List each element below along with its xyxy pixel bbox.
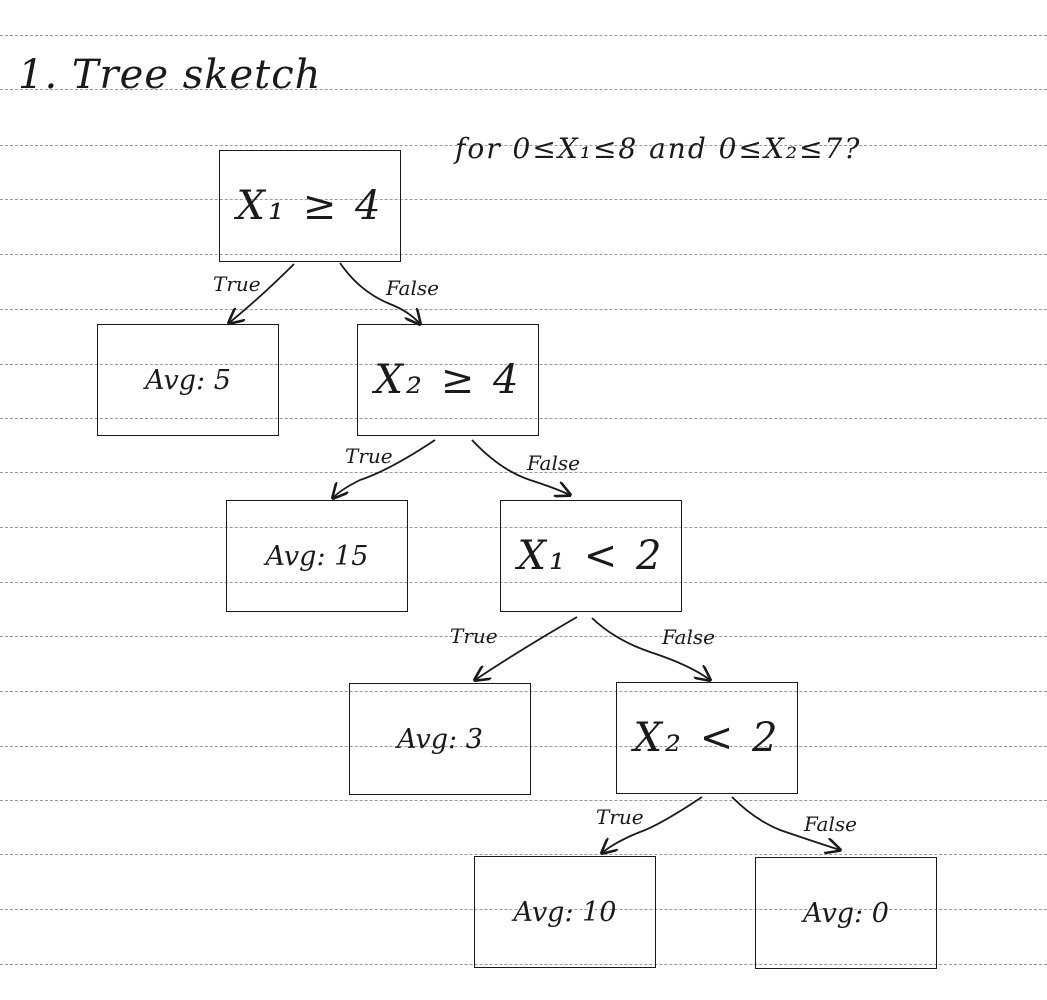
ruled-line — [0, 309, 1047, 310]
ruled-line — [0, 527, 1047, 528]
edge-c-true — [475, 616, 578, 680]
edge-label-c-true: True — [450, 624, 498, 648]
edge-root-false — [339, 262, 420, 324]
node-root-label: X₁ ≥ 4 — [236, 183, 384, 229]
edge-label-b-true: True — [345, 444, 393, 468]
leaf-node-b: Avg: 15 — [226, 500, 408, 612]
ruled-line — [0, 254, 1047, 255]
node-split-c: X₁ < 2 — [500, 500, 682, 612]
ruled-line — [0, 636, 1047, 637]
edge-c-false — [591, 617, 710, 680]
edge-label-d-true: True — [596, 805, 644, 829]
edge-b-false — [471, 439, 570, 495]
node-split-d: X₂ < 2 — [616, 682, 798, 794]
edge-label-d-false: False — [804, 812, 857, 836]
node-split-c-label: X₁ < 2 — [517, 533, 665, 579]
ruled-line — [0, 746, 1047, 747]
leaf-node-d-true-label: Avg: 10 — [513, 896, 617, 928]
ruled-line — [0, 145, 1047, 146]
page-title: 1. Tree sketch — [18, 52, 322, 98]
node-split-d-label: X₂ < 2 — [633, 715, 781, 761]
domain-note: for 0≤X₁≤8 and 0≤X₂≤7? — [455, 132, 862, 165]
ruled-line — [0, 964, 1047, 965]
ruled-line — [0, 691, 1047, 692]
leaf-node-c: Avg: 3 — [349, 683, 531, 795]
ruled-line — [0, 800, 1047, 801]
leaf-node-d-true: Avg: 10 — [474, 856, 656, 968]
edge-b-true — [333, 439, 436, 498]
edge-d-false — [731, 796, 840, 850]
ruled-line — [0, 364, 1047, 365]
ruled-line — [0, 582, 1047, 583]
ruled-line — [0, 909, 1047, 910]
edge-label-root-false: False — [386, 276, 439, 300]
leaf-node-d-false: Avg: 0 — [755, 857, 937, 969]
ruled-line — [0, 89, 1047, 90]
edge-label-root-true: True — [213, 272, 261, 296]
edge-d-true — [602, 796, 703, 853]
ruled-line — [0, 854, 1047, 855]
node-split-b-label: X₂ ≥ 4 — [374, 357, 522, 403]
node-split-b: X₂ ≥ 4 — [357, 324, 539, 436]
edge-label-b-false: False — [527, 451, 580, 475]
edge-label-c-false: False — [662, 625, 715, 649]
leaf-node-c-label: Avg: 3 — [397, 723, 483, 755]
leaf-node-a-label: Avg: 5 — [145, 364, 231, 396]
leaf-node-b-label: Avg: 15 — [265, 540, 369, 572]
edge-root-true — [229, 263, 295, 323]
ruled-line — [0, 418, 1047, 419]
node-root: X₁ ≥ 4 — [219, 150, 401, 262]
leaf-node-d-false-label: Avg: 0 — [803, 897, 889, 929]
leaf-node-a: Avg: 5 — [97, 324, 279, 436]
ruled-line — [0, 35, 1047, 36]
ruled-line — [0, 199, 1047, 200]
ruled-line — [0, 472, 1047, 473]
